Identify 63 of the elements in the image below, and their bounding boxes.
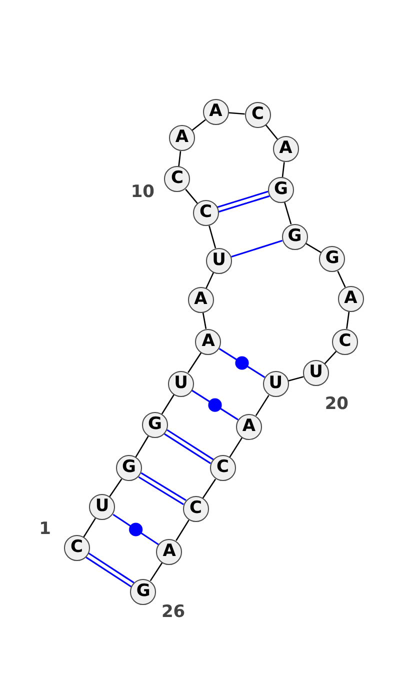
base-pair-line — [138, 472, 187, 506]
backbone-line — [176, 520, 190, 541]
nucleotide-circle: C — [332, 328, 358, 355]
nucleotide-circle: U — [89, 494, 116, 520]
nucleotide-circle: U — [262, 371, 289, 398]
base-pair-line — [85, 552, 135, 588]
backbone-line — [83, 518, 96, 538]
nucleotide-circle: C — [182, 496, 209, 522]
nucleotide-circle: C — [64, 535, 90, 562]
base-pair-line — [231, 240, 283, 258]
nucleotide-circle: U — [168, 370, 194, 396]
base-pair-line — [112, 514, 160, 546]
position-number: 1 — [39, 519, 51, 540]
backbone-line — [288, 376, 304, 382]
position-number: 10 — [130, 182, 155, 202]
nucleotide-circle: U — [206, 248, 232, 274]
backbone-line — [282, 162, 285, 178]
backbone-line — [135, 436, 149, 458]
nucleotide-circle: G — [130, 578, 156, 605]
base-pair-line — [191, 390, 239, 421]
backbone-line — [306, 242, 322, 254]
nucleotide-circle: A — [195, 328, 222, 355]
nucleotide-circle: U — [303, 360, 329, 386]
nucleotide-circle: A — [156, 538, 182, 565]
backbone-line — [202, 312, 207, 330]
backbone-line — [337, 270, 346, 288]
nucleotide-circle: G — [282, 224, 308, 250]
nucleotide-circle: G — [319, 246, 346, 272]
nucleotide-circle: C — [210, 455, 236, 482]
base-pair-line — [218, 348, 266, 378]
backbone-line — [346, 312, 350, 329]
nucleotide-circle: A — [169, 125, 195, 152]
backbone-line — [208, 226, 216, 248]
backbone-line — [192, 119, 206, 131]
nucleotide-circle: G — [116, 455, 142, 482]
nucleotide-circle: A — [236, 414, 262, 440]
nucleotide-circle: A — [338, 286, 364, 312]
backbone-line — [324, 350, 337, 364]
nucleotide-circle: G — [142, 412, 168, 438]
position-number: 26 — [161, 602, 186, 622]
backbone-line — [178, 151, 182, 166]
backbone-line — [229, 437, 243, 458]
backbone-line — [202, 478, 216, 499]
backbone-line — [109, 478, 122, 497]
nucleotide-circle: C — [164, 166, 190, 192]
backbone-line — [188, 352, 202, 373]
backbone-line — [265, 124, 278, 140]
backbone-line — [255, 394, 270, 416]
position-number: 20 — [324, 394, 349, 414]
nucleotide-circle: A — [188, 287, 214, 313]
nucleotide-circle: G — [268, 177, 294, 203]
nucleotide-circle: A — [202, 98, 229, 125]
backbone-line — [161, 394, 175, 414]
nucleotide-circle: A — [272, 136, 299, 162]
nucleotide-circle: C — [244, 102, 271, 128]
backbone-line — [206, 272, 214, 288]
backbone-line — [150, 562, 163, 582]
backbone-line — [284, 202, 292, 224]
base-pair-line — [164, 429, 214, 464]
backbone-line — [228, 112, 245, 115]
nucleotide-circle: C — [192, 200, 219, 226]
backbone-line — [185, 188, 198, 204]
base-pair-line — [216, 190, 270, 213]
